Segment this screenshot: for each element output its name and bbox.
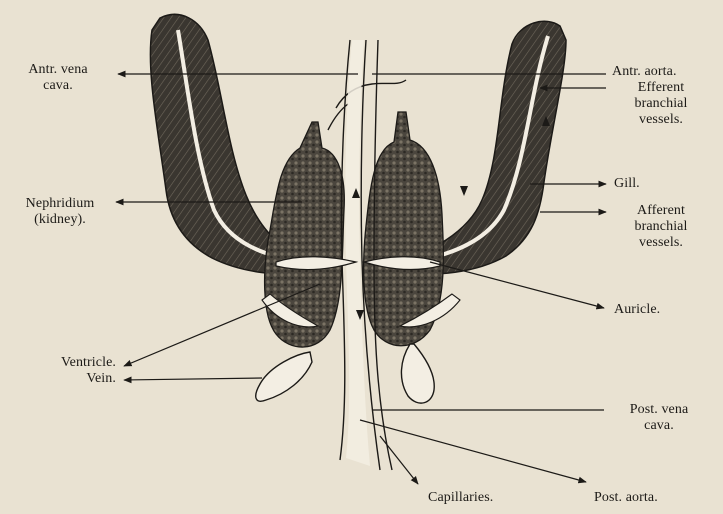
label-afferent-branchial-vessels: Afferent branchial vessels.	[608, 203, 714, 251]
right-vein-sac	[401, 344, 434, 403]
leader-vein	[124, 378, 262, 380]
label-post-aorta: Post. aorta.	[594, 490, 658, 506]
leader-capillaries	[380, 436, 418, 484]
label-antr-vena-cava: Antr. vena cava.	[2, 62, 114, 94]
label-nephridium: Nephridium (kidney).	[4, 196, 116, 228]
left-vein-sac	[256, 352, 312, 401]
label-ventricle: Ventricle.	[10, 355, 116, 371]
label-efferent-branchial-vessels: Efferent branchial vessels.	[608, 80, 714, 128]
label-auricle: Auricle.	[614, 302, 660, 318]
leader-post-aorta	[360, 420, 586, 482]
label-post-vena-cava: Post. vena cava.	[606, 402, 712, 434]
label-capillaries: Capillaries.	[428, 490, 493, 506]
label-vein: Vein.	[10, 371, 116, 387]
label-gill: Gill.	[614, 176, 640, 192]
label-antr-aorta: Antr. aorta.	[612, 64, 677, 80]
